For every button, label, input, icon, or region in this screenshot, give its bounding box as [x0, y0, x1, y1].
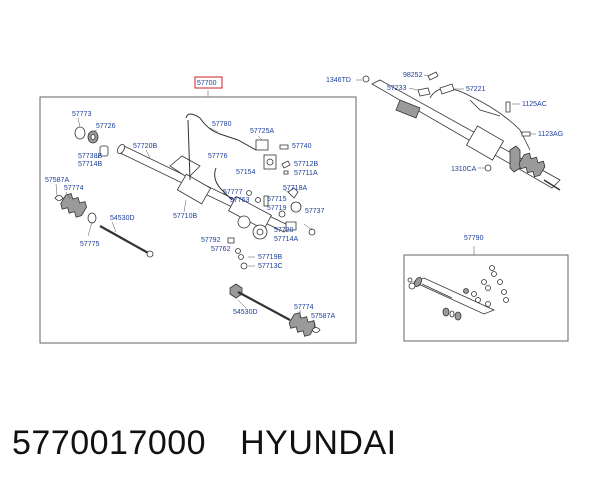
- pipe-57780: [185, 113, 257, 151]
- label-57725a[interactable]: 57725A: [250, 128, 274, 135]
- label-57719[interactable]: 57719: [267, 205, 287, 212]
- seal-57762: [235, 248, 241, 254]
- nut-57713c: [240, 262, 248, 270]
- label-57714b[interactable]: 57714B: [78, 161, 102, 168]
- label-57587a-bottom[interactable]: 57587A: [311, 313, 335, 320]
- fitting-57740: [279, 144, 289, 150]
- main-assembly-frame: [39, 96, 357, 344]
- clamp-57587a-bottom: [311, 327, 321, 333]
- brand-name: HYUNDAI: [240, 424, 397, 462]
- tie-rod-left: [99, 225, 151, 255]
- pipe-57776: [214, 167, 233, 201]
- boot-57774-bottom: [288, 312, 316, 337]
- valve-57725a: [255, 139, 269, 151]
- label-57780[interactable]: 57780: [212, 121, 232, 128]
- label-57233[interactable]: 57233: [387, 85, 407, 92]
- label-57712b[interactable]: 57712B: [294, 161, 318, 168]
- o-ring-57773: [74, 126, 86, 140]
- label-57700[interactable]: 57700: [197, 80, 217, 87]
- bolt-1123ag: [521, 131, 531, 137]
- tie-rod-end-left: [146, 250, 154, 258]
- seal-57714a: [308, 228, 316, 236]
- kit-57790-frame: [403, 254, 569, 342]
- label-57774-bottom[interactable]: 57774: [294, 304, 314, 311]
- label-57718a[interactable]: 57718A: [283, 185, 307, 192]
- band-57775: [87, 212, 97, 224]
- nut-1310ca: [484, 164, 492, 172]
- bracket-57221: [439, 83, 455, 95]
- bolt-1125ac: [505, 101, 511, 113]
- label-57587a-left[interactable]: 57587A: [45, 177, 69, 184]
- seal-57777: [246, 190, 252, 196]
- part-number: 5770017000: [12, 424, 207, 462]
- nut-57719b: [238, 254, 244, 260]
- boot-57774-left: [60, 193, 87, 218]
- label-57713c[interactable]: 57713C: [258, 263, 283, 270]
- part-caption: 5770017000 HYUNDAI: [12, 424, 397, 463]
- label-57775[interactable]: 57775: [80, 241, 100, 248]
- label-57711a[interactable]: 57711A: [294, 170, 318, 177]
- label-57792[interactable]: 57792: [201, 237, 221, 244]
- bushing-57726-hole: [90, 134, 96, 140]
- fitting-57711a: [283, 170, 289, 175]
- clip-98252: [427, 71, 439, 81]
- label-57740[interactable]: 57740: [292, 143, 312, 150]
- label-1346td[interactable]: 1346TD: [326, 77, 351, 84]
- spring-57715: [263, 195, 269, 207]
- bushing-57737: [290, 201, 302, 213]
- label-98252[interactable]: 98252: [403, 72, 423, 79]
- bracket-57233: [417, 87, 431, 97]
- label-57762[interactable]: 57762: [211, 246, 231, 253]
- label-1125ac[interactable]: 1125AC: [522, 101, 547, 108]
- label-57719b[interactable]: 57719B: [258, 254, 282, 261]
- label-54530d-bottom[interactable]: 54530D: [233, 309, 258, 316]
- seal-57763: [255, 197, 261, 203]
- highlight-box: [194, 76, 223, 89]
- bracket-57718a: [287, 187, 299, 199]
- label-57790[interactable]: 57790: [464, 235, 484, 242]
- bushing-57738b: [99, 145, 109, 157]
- cap-57792: [227, 237, 235, 244]
- label-57763[interactable]: 57763: [230, 197, 250, 204]
- label-57776[interactable]: 57776: [208, 153, 228, 160]
- label-57221[interactable]: 57221: [466, 86, 486, 93]
- yoke-57720: [285, 221, 297, 231]
- label-57774-left[interactable]: 57774: [64, 185, 84, 192]
- clamp-57587a-left: [54, 195, 64, 201]
- label-57726[interactable]: 57726: [96, 123, 116, 130]
- joint-54530d-bottom: [229, 283, 243, 299]
- kit-57790-parts: [407, 265, 509, 321]
- label-57714a[interactable]: 57714A: [274, 236, 298, 243]
- label-1310ca[interactable]: 1310CA: [451, 166, 477, 173]
- label-1123ag[interactable]: 1123AG: [538, 131, 563, 138]
- label-54530d-left[interactable]: 54530D: [110, 215, 135, 222]
- label-57154[interactable]: 57154: [236, 169, 256, 176]
- label-57720b[interactable]: 57720B: [133, 143, 157, 150]
- label-57715[interactable]: 57715: [267, 196, 287, 203]
- fitting-57712b: [281, 160, 291, 169]
- rack-reference-view: [362, 75, 561, 191]
- nut-57719: [278, 210, 286, 218]
- pipe-57780-b: [187, 119, 191, 181]
- label-57738b[interactable]: 57738B: [78, 153, 102, 160]
- label-57773[interactable]: 57773: [72, 111, 92, 118]
- tie-rod-right: [237, 291, 291, 321]
- label-57777[interactable]: 57777: [223, 189, 243, 196]
- label-57710b[interactable]: 57710B: [173, 213, 197, 220]
- rack-housing: [116, 144, 291, 240]
- label-57737[interactable]: 57737: [305, 208, 325, 215]
- label-57720[interactable]: 57720: [274, 227, 294, 234]
